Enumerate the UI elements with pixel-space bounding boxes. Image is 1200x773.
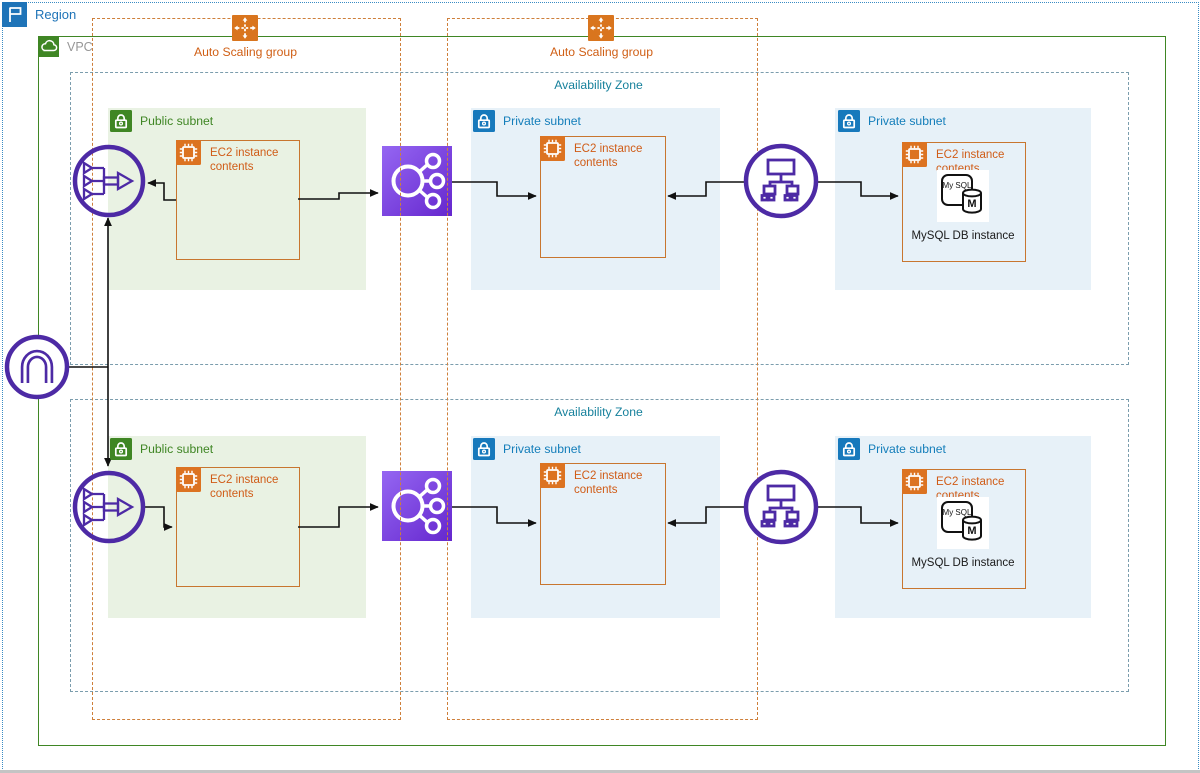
mysql-db-icon: My SQL M [937, 497, 989, 549]
ec2-instance-box-6 [902, 469, 1026, 589]
vpc-header: VPC [38, 36, 93, 57]
private-subnet-header: Private subnet [473, 110, 581, 132]
elastic-load-balancing-icon [382, 471, 452, 541]
availability-zone-label: Availability Zone [554, 78, 643, 92]
auto-scaling-group-label: Auto Scaling group [550, 45, 653, 59]
vpc-label: VPC [67, 39, 93, 54]
private-subnet-header: Private subnet [838, 438, 946, 460]
vpc-cloud-icon [38, 36, 59, 57]
mysql-db-label: MySQL DB instance [911, 557, 1015, 569]
private-subnet-3 [471, 436, 720, 618]
mysql-logo-text: My SQL [943, 181, 972, 190]
ec2-instance-icon [176, 467, 201, 492]
public-subnet-lock-icon [110, 438, 132, 460]
availability-zone-1 [70, 72, 1129, 365]
circle-nodes-glyph [391, 477, 446, 535]
mysql-letter: M [967, 198, 976, 210]
private-subnet-label: Private subnet [868, 442, 946, 456]
private-subnet-label: Private subnet [503, 442, 581, 456]
private-subnet-header: Private subnet [473, 438, 581, 460]
public-subnet-lock-icon [110, 110, 132, 132]
region-label: Region [35, 7, 77, 22]
auto-scaling-group-icon [232, 15, 258, 41]
mysql-logo-text: My SQL [943, 508, 972, 517]
availability-zone-2 [70, 399, 1129, 692]
private-subnet-lock-icon [838, 110, 860, 132]
private-subnet-1 [471, 108, 720, 290]
ec2-instance-box-3 [902, 142, 1026, 262]
private-subnet-header: Private subnet [838, 110, 946, 132]
auto-scaling-group-icon [588, 15, 614, 41]
public-subnet-label: Public subnet [140, 114, 214, 128]
ec2-instance-icon [540, 463, 565, 488]
private-subnet-lock-icon [473, 110, 495, 132]
page-bottom-edge [0, 770, 1200, 773]
private-subnet-lock-icon [838, 438, 860, 460]
private-subnet-label: Private subnet [503, 114, 581, 128]
ec2-instance-icon [176, 140, 201, 165]
public-subnet-label: Public subnet [140, 442, 214, 456]
ec2-instance-icon [902, 142, 927, 167]
region-header: Region [2, 2, 76, 27]
availability-zone-label: Availability Zone [554, 405, 643, 419]
ec2-instance-box-5 [540, 463, 666, 585]
region-flag-icon [2, 2, 27, 27]
circle-nodes-glyph [391, 152, 446, 210]
database-cylinder-icon: My SQL M [941, 174, 982, 214]
ec2-instance-icon [540, 136, 565, 161]
ec2-instance-label: EC2 instance contents [210, 474, 279, 501]
public-subnet-header: Public subnet [110, 110, 213, 132]
mysql-db-label: MySQL DB instance [911, 230, 1015, 242]
database-cylinder-icon: My SQL M [941, 501, 982, 541]
private-subnet-lock-icon [473, 438, 495, 460]
ec2-instance-box-1 [176, 140, 300, 260]
public-subnet-header: Public subnet [110, 438, 213, 460]
elastic-load-balancing-icon [382, 146, 452, 216]
mysql-db-icon: My SQL M [937, 170, 989, 222]
ec2-instance-label: EC2 instance contents [574, 470, 643, 497]
mysql-letter: M [967, 525, 976, 537]
ec2-instance-box-2 [540, 136, 666, 258]
ec2-instance-label: EC2 instance contents [210, 147, 279, 174]
ec2-instance-label: EC2 instance contents [574, 143, 643, 170]
ec2-instance-icon [902, 469, 927, 494]
private-subnet-label: Private subnet [868, 114, 946, 128]
auto-scaling-group-label: Auto Scaling group [194, 45, 297, 59]
